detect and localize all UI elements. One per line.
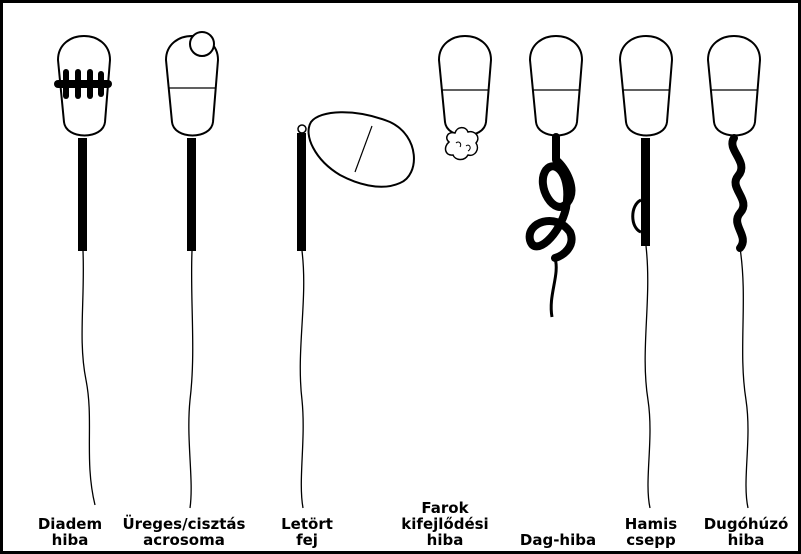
acrosome-cyst bbox=[190, 32, 214, 56]
midpiece bbox=[641, 138, 650, 246]
sperm-head bbox=[530, 36, 582, 136]
midpiece bbox=[297, 133, 306, 251]
corkscrew-midpiece bbox=[732, 138, 743, 248]
hamis-sperm-figure bbox=[620, 36, 672, 508]
label-line: fej bbox=[227, 532, 387, 548]
farok-sperm-figure bbox=[439, 36, 491, 160]
dag-sperm-figure bbox=[530, 36, 582, 317]
tail bbox=[189, 251, 193, 508]
tail bbox=[300, 251, 303, 508]
dugohuzo-sperm-figure bbox=[708, 36, 760, 508]
label-line: Farok bbox=[365, 500, 525, 516]
sperm-head bbox=[620, 36, 672, 136]
sperm-head bbox=[439, 36, 491, 136]
tail bbox=[82, 251, 95, 505]
diadem-sperm-figure bbox=[58, 36, 110, 505]
midpiece bbox=[187, 138, 196, 251]
label-line: Letört bbox=[227, 516, 387, 532]
knotted-midpiece bbox=[530, 137, 572, 258]
label-line: kifejlődési bbox=[365, 516, 525, 532]
label-line: hiba bbox=[666, 532, 801, 548]
tail bbox=[551, 258, 556, 317]
sperm-head bbox=[708, 36, 760, 136]
midpiece bbox=[78, 138, 87, 251]
tail bbox=[645, 246, 650, 508]
ureges-sperm-figure bbox=[166, 32, 218, 508]
neck-stub bbox=[298, 125, 306, 133]
broken-head bbox=[309, 112, 414, 187]
false-droplet bbox=[633, 200, 641, 232]
label-line: Dugóhúzó bbox=[666, 516, 801, 532]
tail-stub bbox=[446, 128, 478, 160]
letort-sperm-figure bbox=[297, 112, 414, 508]
tail bbox=[740, 248, 748, 508]
